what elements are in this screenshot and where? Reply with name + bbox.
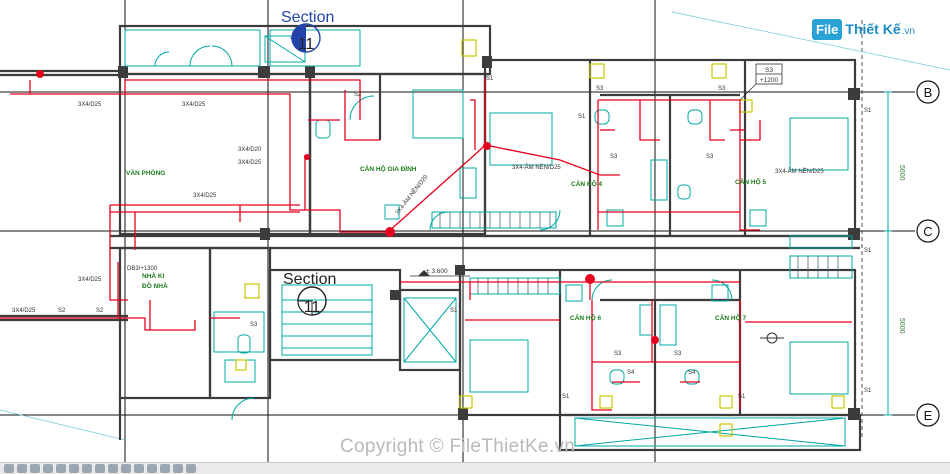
logo-text: Thiết Kế bbox=[845, 21, 901, 37]
callout-tag: S3 +1200 bbox=[739, 63, 783, 101]
section-number: 11 bbox=[298, 36, 315, 53]
switch-tag: S1 bbox=[578, 114, 586, 120]
grid-bubble-label: B bbox=[924, 85, 933, 100]
reference-lines bbox=[0, 11, 950, 441]
room-label-apt7: CĂN HỘ 7 bbox=[715, 313, 746, 322]
room-label-family: CĂN HỘ GIA ĐÌNH bbox=[360, 164, 417, 173]
dimension-line bbox=[884, 91, 892, 416]
switch-tag: S3 bbox=[706, 154, 714, 160]
switch-tag: S3 bbox=[610, 154, 618, 160]
pipe-label: 3X4-ÂM NỀN/D25 bbox=[775, 168, 824, 175]
switch-tag: S3 bbox=[614, 351, 622, 357]
equipment-markers bbox=[235, 39, 845, 437]
pipe-label: 3X4/D25 bbox=[193, 193, 217, 199]
section-marker-top[interactable]: Section 11 bbox=[281, 9, 334, 53]
grid-bubble-label: E bbox=[924, 408, 933, 423]
grid-bubble-c: C bbox=[916, 219, 940, 243]
pipe-label: 3X4/D25 bbox=[78, 102, 102, 108]
switch-tag: S1 bbox=[738, 394, 746, 400]
switch-tags: S1 S1 S1 S1 S1 S1 S1 S1 S2 S2 S2 S3 S3 S… bbox=[58, 76, 872, 400]
toolbar-icon[interactable] bbox=[134, 464, 144, 473]
toolbar-icon[interactable] bbox=[173, 464, 183, 473]
pipe-label: 3X4/D25 bbox=[12, 308, 36, 314]
switch-tag: S1 bbox=[486, 76, 494, 82]
copyright-watermark: Copyright © FileThietKe.vn bbox=[340, 436, 576, 457]
elevation-value: ± 3.600 bbox=[426, 268, 448, 275]
switch-tag: S3 bbox=[250, 322, 258, 328]
bottom-toolbar bbox=[0, 462, 950, 474]
direction-arrow-icon bbox=[760, 332, 784, 344]
room-label-apt6: CĂN HỘ 6 bbox=[570, 313, 601, 322]
pipe-label: 3X4/D25 bbox=[238, 160, 262, 166]
switch-tag: S3 bbox=[674, 351, 682, 357]
switch-tag: S1 bbox=[450, 308, 458, 314]
pipe-label: 3X4/D20 bbox=[238, 147, 262, 153]
room-label-storage-line1: NHÀ KI bbox=[142, 271, 165, 280]
grid-bubble-e: E bbox=[916, 403, 940, 427]
callout-top: S3 bbox=[765, 67, 773, 74]
wiring bbox=[0, 78, 852, 411]
switch-tag: S1 bbox=[864, 248, 872, 254]
site-logo[interactable]: File Thiết Kế .vn bbox=[812, 16, 915, 42]
toolbar-icon[interactable] bbox=[121, 464, 131, 473]
dimension-upper: 5600 bbox=[898, 165, 905, 181]
toolbar-icon[interactable] bbox=[95, 464, 105, 473]
toolbar-icon[interactable] bbox=[56, 464, 66, 473]
toolbar-icon[interactable] bbox=[43, 464, 53, 473]
grid-bubble-b: B bbox=[916, 80, 940, 104]
room-labels: VĂN PHÒNG CĂN HỘ GIA ĐÌNH CĂN HỘ 4 CĂN H… bbox=[126, 164, 766, 322]
room-label-office: VĂN PHÒNG bbox=[126, 168, 165, 177]
switch-tag: S3 bbox=[718, 86, 726, 92]
toolbar-icon[interactable] bbox=[17, 464, 27, 473]
switch-tag: S1 bbox=[864, 108, 872, 114]
toolbar-icon[interactable] bbox=[186, 464, 196, 473]
pipe-label: 3X4/D25 bbox=[78, 277, 102, 283]
switch-tag: S2 bbox=[58, 308, 66, 314]
pipe-label: 3X4-ÂM NỀN/D25 bbox=[512, 164, 561, 171]
toolbar-icon[interactable] bbox=[82, 464, 92, 473]
toolbar-icon[interactable] bbox=[160, 464, 170, 473]
dimension-lower: 5600 bbox=[898, 318, 905, 334]
section-title: Section bbox=[283, 271, 336, 288]
section-direction-icon bbox=[297, 300, 313, 316]
switch-tag: S2 bbox=[354, 92, 362, 98]
toolbar-icon[interactable] bbox=[108, 464, 118, 473]
switch-tag: S3 bbox=[596, 86, 604, 92]
section-direction-icon bbox=[290, 32, 300, 44]
logo-domain: .vn bbox=[901, 26, 915, 37]
section-marker-bottom[interactable]: Section 11 bbox=[283, 271, 336, 316]
toolbar-icon[interactable] bbox=[69, 464, 79, 473]
switch-tag: S1 bbox=[864, 388, 872, 394]
distribution-board-tag: DB3/+1300 bbox=[127, 266, 158, 272]
room-label-storage-line2: ĐỒ NHÀ bbox=[142, 280, 168, 290]
room-label-apt4: CĂN HỘ 4 bbox=[571, 179, 602, 188]
grid-bubble-label: C bbox=[923, 224, 932, 239]
elevation-tag: ± 3.600 bbox=[410, 268, 470, 277]
room-label-apt5: CĂN HỘ 5 bbox=[735, 177, 766, 186]
switch-tag: S4 bbox=[627, 370, 635, 376]
pipe-label: 3X4/D25 bbox=[182, 102, 206, 108]
section-title: Section bbox=[281, 9, 334, 26]
toolbar-icon[interactable] bbox=[4, 464, 14, 473]
callout-bottom: +1200 bbox=[760, 77, 779, 84]
toolbar-icon[interactable] bbox=[30, 464, 40, 473]
junction-points bbox=[36, 70, 659, 344]
section-number: 11 bbox=[304, 299, 321, 316]
wall-columns bbox=[118, 56, 860, 420]
toolbar-icon[interactable] bbox=[147, 464, 157, 473]
switch-tag: S1 bbox=[562, 394, 570, 400]
wardrobe-hatch bbox=[439, 212, 839, 294]
switch-tag: S4 bbox=[688, 370, 696, 376]
logo-badge: File bbox=[812, 18, 843, 40]
switch-tag: S2 bbox=[96, 308, 104, 314]
